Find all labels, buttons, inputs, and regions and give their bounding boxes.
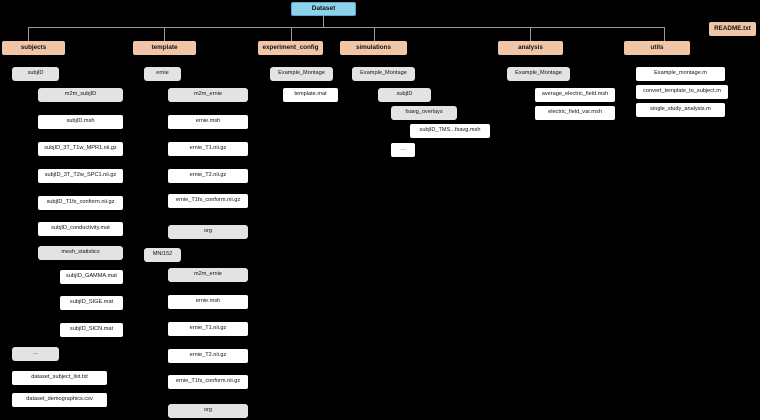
connector-simulations (374, 27, 375, 41)
file-subjid-gamma: subjID_GAMMA.mat (60, 270, 123, 284)
folder-m2m-ernie-mni: m2m_ernie (168, 268, 248, 282)
file-electric-field-var: electric_field_var.msh (535, 106, 615, 120)
file-subjid-sicn: subjID_SICN.mat (60, 323, 123, 337)
category-subjects: subjects (2, 41, 65, 55)
file-dataset-demographics: dataset_demographics.csv (12, 393, 107, 407)
file-dataset-subject-list: dataset_subject_list.txt (12, 371, 107, 385)
folder-subjid-sim: subjID (378, 88, 431, 102)
folder-example-montage-analysis: Example_Montage (507, 67, 570, 81)
file-ernie-t1: ernie_T1.nii.gz (168, 142, 248, 156)
folder-org-mni: org (168, 404, 248, 418)
connector-experiment-config (291, 27, 292, 41)
readme-file: README.txt (709, 22, 756, 36)
file-ernie-t1fs: ernie_T1fs_conform.nii.gz (168, 194, 248, 208)
connector-utils (664, 27, 665, 41)
file-ernie-msh-mni: ernie.msh (168, 295, 248, 309)
file-convert-template-to-subject: convert_template_to_subject.m (636, 85, 728, 99)
category-analysis: analysis (498, 41, 563, 55)
folder-fsavg-overlays: fsavg_overlays (391, 106, 457, 120)
file-average-electric-field: average_electric_field.msh (535, 88, 615, 102)
file-subjid-sige: subjID_SIGE.mat (60, 296, 123, 310)
file-subjid-t1fs: subjID_T1fs_conform.nii.gz (38, 196, 123, 210)
file-subjid-t1w: subjID_3T_T1w_MPR1.nii.gz (38, 142, 123, 156)
file-ernie-t1fs-mni: ernie_T1fs_conform.nii.gz (168, 375, 248, 389)
file-ernie-t2-mni: ernie_T2.nii.gz (168, 349, 248, 363)
folder-example-montage-config: Example_Montage (270, 67, 333, 81)
file-subjid-tms-fsavg: subjID_TMS...fsavg.msh (410, 124, 490, 138)
folder-subjid: subjID (12, 67, 59, 81)
folder-mesh-statistics: mesh_statistics (38, 246, 123, 260)
file-ernie-t2: ernie_T2.nii.gz (168, 169, 248, 183)
folder-ernie: ernie (144, 67, 181, 81)
category-bus (28, 27, 664, 28)
file-ernie-msh: ernie.msh (168, 115, 248, 129)
root-node: Dataset (291, 2, 356, 16)
connector-analysis (530, 27, 531, 41)
category-experiment-config: experiment_config (258, 41, 323, 55)
folder-m2m-subjid: m2m_subjID (38, 88, 123, 102)
category-template: template (133, 41, 196, 55)
folder-mni152: MNI152 (144, 248, 181, 262)
folder-m2m-ernie: m2m_ernie (168, 88, 248, 102)
file-subjid-conductivity: subjID_conductivity.mat (38, 222, 123, 236)
root-connector (323, 15, 324, 27)
category-utils: utils (624, 41, 690, 55)
file-subjid-t2w: subjID_3T_T2w_SPC1.nii.gz (38, 169, 123, 183)
file-subjid-msh: subjID.msh (38, 115, 123, 129)
connector-subjects (28, 27, 29, 41)
folder-example-montage-sim: Example_Montage (352, 67, 415, 81)
category-simulations: simulations (340, 41, 407, 55)
file-ernie-t1-mni: ernie_T1.nii.gz (168, 322, 248, 336)
folder-org: org (168, 225, 248, 239)
file-example-montage-m: Example_montage.m (636, 67, 725, 81)
file-single-study-analysis: single_study_analysis.m (636, 103, 725, 117)
ellipsis-subjects: ... (12, 347, 59, 361)
ellipsis-simulations: ... (391, 143, 415, 157)
file-template-mat: template.mat (283, 88, 338, 102)
connector-template (164, 27, 165, 41)
